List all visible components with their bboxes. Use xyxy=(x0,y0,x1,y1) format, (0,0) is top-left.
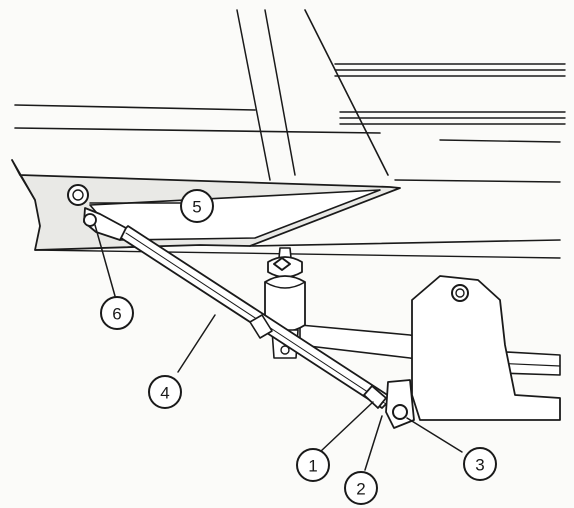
callout-label: 1 xyxy=(308,457,317,476)
body-panel xyxy=(14,63,566,183)
callout-label: 4 xyxy=(160,384,169,403)
front-fitting xyxy=(67,184,127,241)
callout-1: 1 xyxy=(296,448,330,482)
callout-5: 5 xyxy=(180,189,214,223)
callout-3: 3 xyxy=(463,447,497,481)
spring-hanger xyxy=(411,275,561,421)
callout-label: 6 xyxy=(112,305,121,324)
callout-4: 4 xyxy=(148,375,182,409)
callout-label: 3 xyxy=(475,456,484,475)
callout-2: 2 xyxy=(344,471,378,505)
pillar-lines xyxy=(236,9,389,181)
frame-rail xyxy=(11,159,561,259)
rear-fitting xyxy=(363,379,415,429)
callout-label: 5 xyxy=(192,198,201,217)
callout-6: 6 xyxy=(100,296,134,330)
callout-label: 2 xyxy=(356,480,365,499)
leader-lines xyxy=(89,202,463,471)
